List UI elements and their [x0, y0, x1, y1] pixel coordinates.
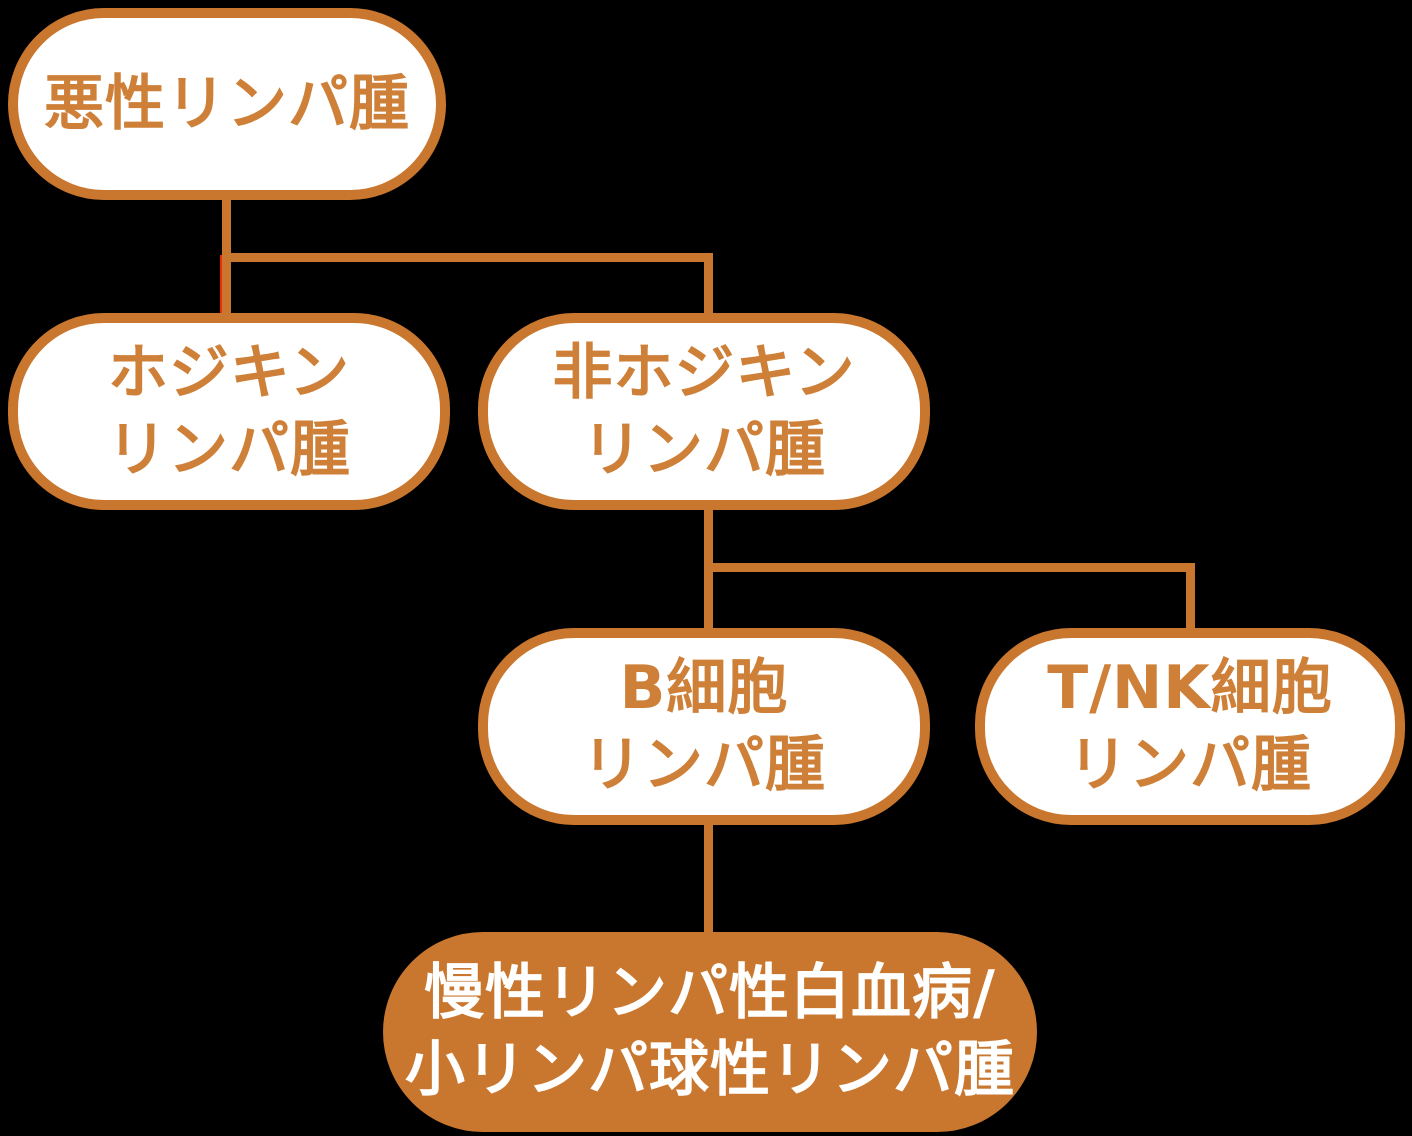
node-label: リンパ腫 [582, 414, 826, 485]
node-label: 慢性リンパ性白血病/ [424, 958, 996, 1028]
connector-to-tnk [1186, 563, 1195, 632]
node-b-cell-lymphoma: B細胞 リンパ腫 [478, 628, 930, 825]
node-non-hodgkin-lymphoma: 非ホジキン リンパ腫 [478, 313, 930, 510]
node-label: B細胞 [619, 652, 789, 723]
node-label: 非ホジキン [552, 337, 856, 408]
node-cll-sll: 慢性リンパ性白血病/ 小リンパ球性リンパ腫 [383, 932, 1037, 1132]
node-label: 小リンパ球性リンパ腫 [405, 1035, 1015, 1105]
node-label: T/NK細胞 [1047, 652, 1333, 723]
node-hodgkin-lymphoma: ホジキン リンパ腫 [8, 313, 450, 510]
node-label: リンパ腫 [1068, 729, 1312, 800]
red-artifact-line [220, 255, 222, 317]
connector-branch-level2 [222, 253, 713, 262]
node-label: リンパ腫 [107, 414, 351, 485]
node-label: ホジキン [107, 337, 351, 408]
node-malignant-lymphoma: 悪性リンパ腫 [8, 8, 446, 200]
connector-bcell-down [704, 822, 713, 934]
node-label: リンパ腫 [582, 729, 826, 800]
node-label: 悪性リンパ腫 [44, 68, 410, 139]
connector-to-non-hodgkin [704, 253, 713, 318]
connector-branch-level3 [704, 563, 1195, 572]
node-tnk-cell-lymphoma: T/NK細胞 リンパ腫 [975, 628, 1405, 825]
